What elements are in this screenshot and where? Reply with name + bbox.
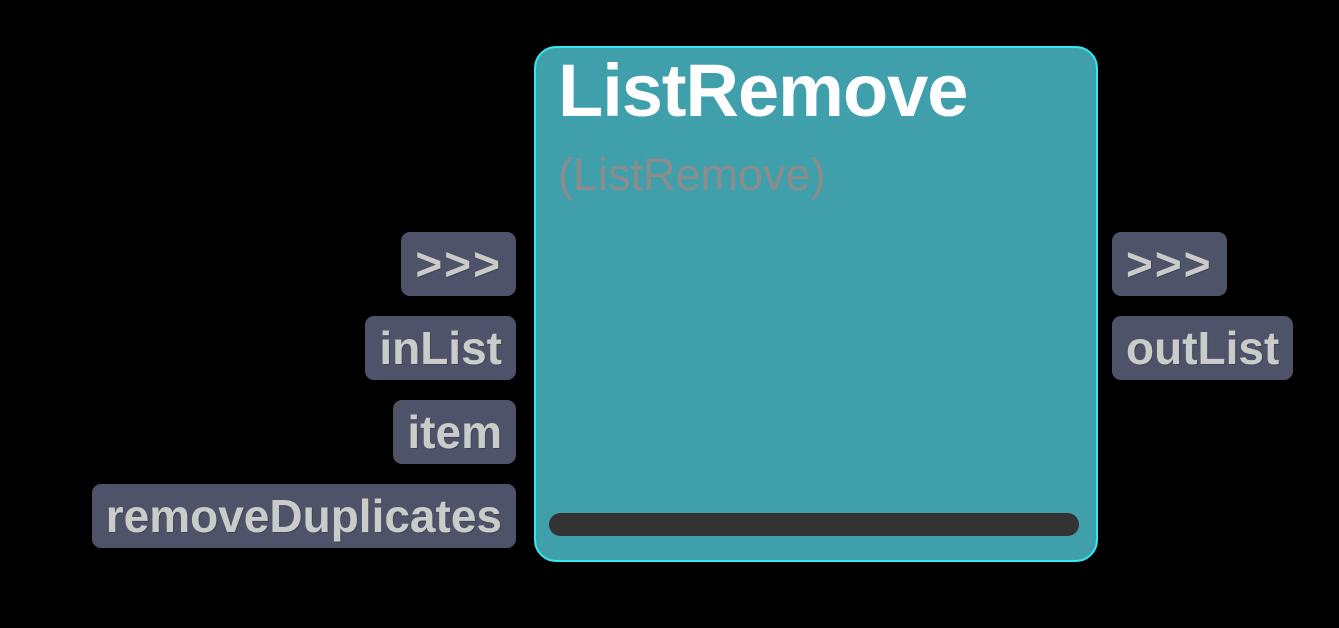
- output-port-exec-out[interactable]: >>>: [1112, 232, 1227, 296]
- input-port-remove-duplicates[interactable]: removeDuplicates: [91, 484, 516, 548]
- input-port-item[interactable]: item: [393, 400, 516, 464]
- node-listremove[interactable]: ListRemove (ListRemove): [534, 46, 1098, 562]
- node-footer-bar[interactable]: [549, 513, 1079, 536]
- node-title: ListRemove: [558, 49, 968, 132]
- node-subtitle: (ListRemove): [558, 149, 826, 200]
- input-port-in-list[interactable]: inList: [365, 316, 516, 380]
- input-port-exec-in[interactable]: >>>: [401, 232, 516, 296]
- output-port-out-list[interactable]: outList: [1112, 316, 1294, 380]
